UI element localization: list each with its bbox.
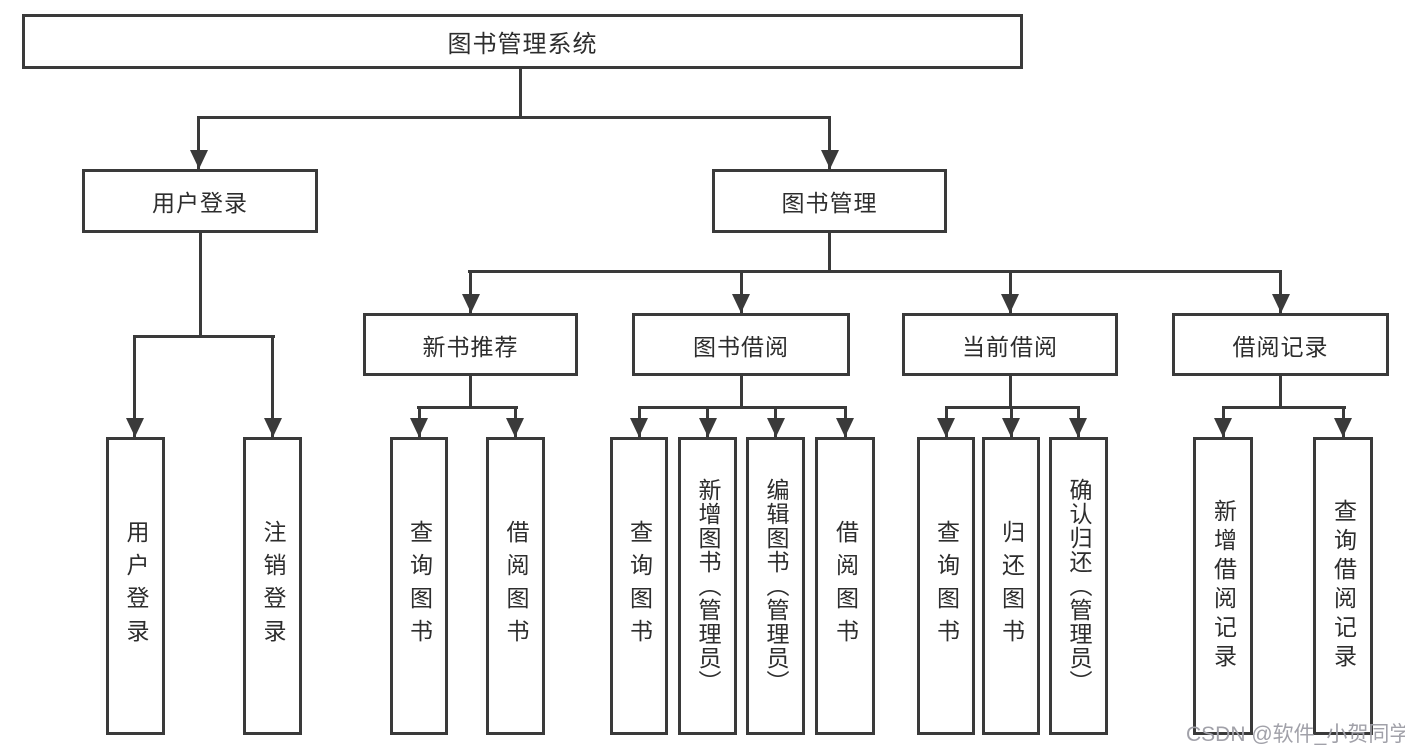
node-leaf-logout: 注销登录 xyxy=(243,437,302,735)
connector-user-login-stub xyxy=(199,233,202,337)
node-label: 新增借阅记录 xyxy=(1210,499,1237,673)
arrowhead xyxy=(1272,294,1290,313)
arrowhead xyxy=(699,418,717,437)
connector-stem xyxy=(133,335,136,437)
arrowhead xyxy=(1069,418,1087,437)
connector-rail-user-login xyxy=(133,335,275,338)
arrowhead xyxy=(732,294,750,313)
node-library-management-system: 图书管理系统 xyxy=(22,14,1023,69)
connector-stem xyxy=(1279,270,1282,313)
node-leaf-borrow-books: 借阅图书 xyxy=(815,437,875,735)
connector-stub xyxy=(1279,376,1282,408)
node-label: 借阅图书 xyxy=(832,520,859,652)
node-book-management: 图书管理 xyxy=(712,169,947,233)
node-label: 借阅记录 xyxy=(1232,333,1329,360)
node-label: 图书借阅 xyxy=(693,333,789,360)
arrowhead xyxy=(506,418,524,437)
node-leaf-borrow-books-recommend: 借阅图书 xyxy=(486,437,545,735)
connector-book-mgmt-stub xyxy=(828,233,831,273)
arrowhead xyxy=(410,418,428,437)
connector-rail xyxy=(638,406,847,409)
node-leaf-add-borrow-record: 新增借阅记录 xyxy=(1193,437,1253,735)
node-label: 注销登录 xyxy=(260,520,286,652)
arrowhead xyxy=(462,294,480,313)
node-label: 查询借阅记录 xyxy=(1330,499,1357,673)
node-current-borrow: 当前借阅 xyxy=(902,313,1118,376)
connector-stem-user-login xyxy=(197,116,200,169)
connector-stub xyxy=(740,376,743,408)
node-label: 新增图书（管理员） xyxy=(695,478,721,694)
connector-rail-level2 xyxy=(197,116,831,119)
node-label: 新书推荐 xyxy=(422,333,519,360)
node-leaf-edit-books-admin: 编辑图书（管理员） xyxy=(746,437,805,735)
connector-stub xyxy=(469,376,472,408)
connector-root-stub xyxy=(519,69,522,119)
arrowhead xyxy=(126,418,144,437)
connector-stub xyxy=(1009,376,1012,408)
arrowhead xyxy=(630,418,648,437)
connector-rail xyxy=(1222,406,1346,409)
connector-stem xyxy=(740,270,743,313)
node-book-borrow: 图书借阅 xyxy=(632,313,850,376)
arrowhead xyxy=(937,418,955,437)
node-leaf-query-borrow-record: 查询借阅记录 xyxy=(1313,437,1373,735)
node-leaf-query-books-current: 查询图书 xyxy=(917,437,975,735)
node-label: 查询图书 xyxy=(933,520,960,652)
node-label: 用户登录 xyxy=(123,520,149,652)
node-label: 图书管理系统 xyxy=(447,31,598,58)
node-label: 查询图书 xyxy=(406,520,433,652)
node-new-book-recommend: 新书推荐 xyxy=(363,313,578,376)
node-label: 查询图书 xyxy=(626,520,653,652)
node-user-login: 用户登录 xyxy=(82,169,318,233)
node-label: 图书管理 xyxy=(781,190,878,216)
connector-stem xyxy=(271,335,274,437)
arrowhead xyxy=(1001,294,1019,313)
connector-rail-level3 xyxy=(468,270,1282,273)
node-leaf-confirm-return-admin: 确认归还（管理员） xyxy=(1049,437,1108,735)
node-leaf-query-books-recommend: 查询图书 xyxy=(390,437,448,735)
node-label: 借阅图书 xyxy=(503,520,529,652)
arrowhead xyxy=(1002,418,1020,437)
connector-rail xyxy=(417,406,518,409)
node-label: 编辑图书（管理员） xyxy=(763,478,789,694)
node-label: 当前借阅 xyxy=(962,333,1058,360)
arrowhead xyxy=(1334,418,1352,437)
arrowhead xyxy=(264,418,282,437)
connector-stem xyxy=(1009,270,1012,313)
node-label: 归还图书 xyxy=(998,520,1025,652)
arrowhead xyxy=(1214,418,1232,437)
node-borrow-record: 借阅记录 xyxy=(1172,313,1389,376)
connector-stem xyxy=(469,270,472,313)
arrowhead xyxy=(767,418,785,437)
node-leaf-return-books: 归还图书 xyxy=(982,437,1040,735)
arrowhead xyxy=(190,150,208,169)
node-label: 用户登录 xyxy=(152,190,248,216)
node-label: 确认归还（管理员） xyxy=(1066,478,1092,694)
csdn-watermark: CSDN @软件_小贺同学 xyxy=(1186,723,1405,746)
arrowhead xyxy=(821,150,839,169)
node-leaf-user-login: 用户登录 xyxy=(106,437,165,735)
connector-stem-book-mgmt xyxy=(828,116,831,169)
arrowhead xyxy=(836,418,854,437)
node-leaf-add-books-admin: 新增图书（管理员） xyxy=(678,437,737,735)
node-leaf-query-books-borrow: 查询图书 xyxy=(610,437,668,735)
